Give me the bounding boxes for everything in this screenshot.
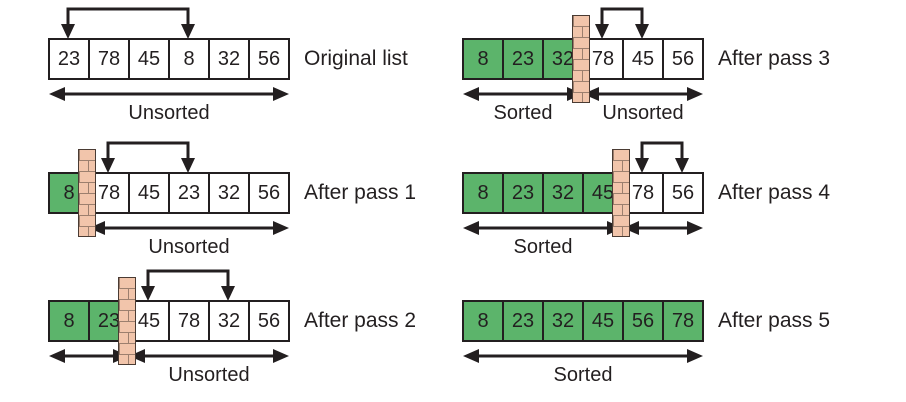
sorted-span-arrow [49, 347, 129, 365]
unsorted-span-arrow [623, 219, 703, 237]
array-cell-unsorted: 78 [168, 300, 210, 342]
unsorted-label: Unsorted [168, 364, 250, 386]
pass-label: After pass 1 [304, 181, 417, 204]
unsorted-label: Unsorted [148, 236, 230, 258]
array-cell-sorted: 32 [542, 300, 584, 342]
array-cell-unsorted: 56 [248, 172, 290, 214]
array-cell-unsorted: 45 [128, 38, 170, 80]
sorted-unsorted-wall [612, 149, 630, 237]
array-cell-unsorted: 32 [208, 300, 250, 342]
swap-arrow [590, 6, 654, 40]
array-cell-unsorted: 45 [622, 38, 664, 80]
array-cell-unsorted: 56 [662, 172, 704, 214]
pass-label: After pass 3 [718, 47, 831, 70]
array-cell-sorted: 78 [662, 300, 704, 342]
sorted-span-arrow [463, 85, 583, 103]
sorted-span-arrow [463, 347, 703, 365]
sorted-span-arrow [463, 219, 623, 237]
sorted-unsorted-wall [572, 15, 590, 103]
array-cell-sorted: 8 [462, 172, 504, 214]
array-cell-sorted: 8 [462, 38, 504, 80]
array-cell-unsorted: 8 [168, 38, 210, 80]
pass-label: Original list [304, 47, 408, 70]
sorted-label: Sorted [513, 236, 573, 258]
array-cell-sorted: 23 [502, 38, 544, 80]
pass-label: After pass 2 [304, 309, 417, 332]
array-cell-unsorted: 23 [168, 172, 210, 214]
array-cell-sorted: 8 [48, 300, 90, 342]
array-cell-sorted: 32 [542, 172, 584, 214]
array-cell-unsorted: 32 [208, 172, 250, 214]
unsorted-label: Unsorted [602, 102, 684, 124]
unsorted-span-arrow [89, 219, 289, 237]
pass-label: After pass 5 [718, 309, 831, 332]
sorted-label: Sorted [553, 364, 613, 386]
array-cell-unsorted: 56 [248, 300, 290, 342]
array-cell-unsorted: 56 [662, 38, 704, 80]
array-cell-unsorted: 45 [128, 172, 170, 214]
swap-arrow [96, 140, 200, 174]
array-cell-sorted: 56 [622, 300, 664, 342]
pass-label: After pass 4 [718, 181, 831, 204]
array-cell-sorted: 8 [462, 300, 504, 342]
swap-arrow [630, 140, 694, 174]
swap-arrow [136, 268, 240, 302]
array-cell-unsorted: 56 [248, 38, 290, 80]
swap-arrow [56, 6, 200, 40]
array-cell-unsorted: 32 [208, 38, 250, 80]
array-cell-sorted: 45 [582, 300, 624, 342]
sorted-unsorted-wall [78, 149, 96, 237]
unsorted-label: Unsorted [128, 102, 210, 124]
sorted-unsorted-wall [118, 277, 136, 365]
array-cell-sorted: 23 [502, 300, 544, 342]
unsorted-span-arrow [49, 85, 289, 103]
array-cell-unsorted: 78 [88, 38, 130, 80]
unsorted-span-arrow [583, 85, 703, 103]
sorted-label: Sorted [493, 102, 553, 124]
array-cell-unsorted: 23 [48, 38, 90, 80]
unsorted-span-arrow [129, 347, 289, 365]
array-cell-sorted: 23 [502, 172, 544, 214]
